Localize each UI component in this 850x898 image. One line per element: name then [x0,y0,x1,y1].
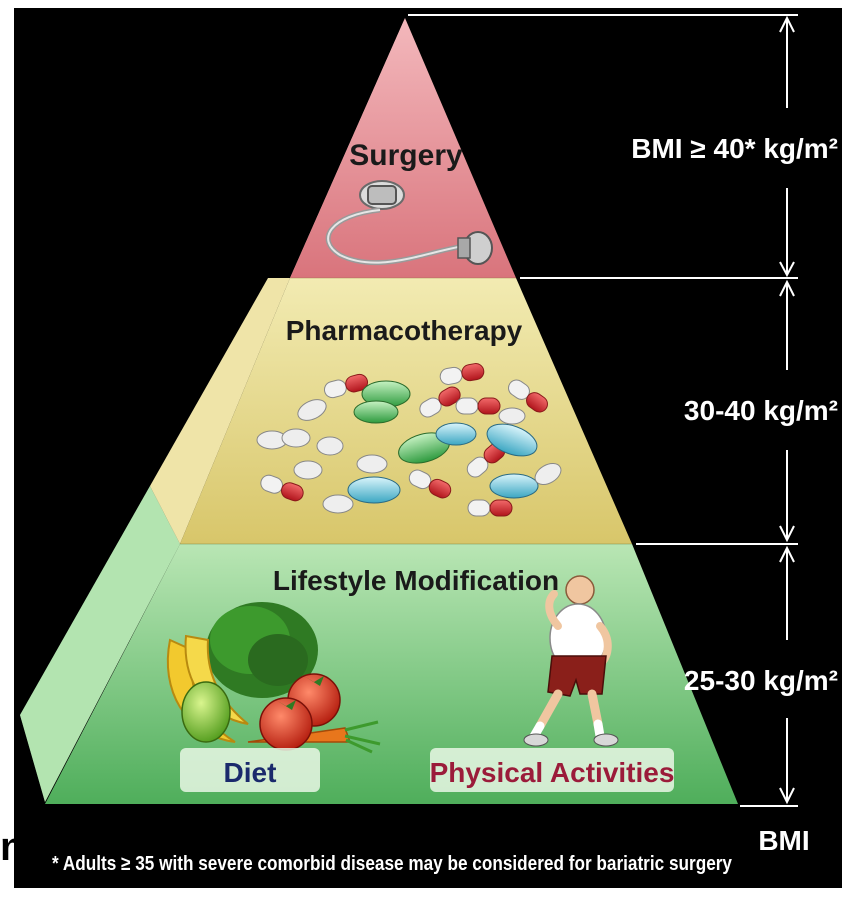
surgery-label: Surgery [349,139,463,172]
footnote: * Adults ≥ 35 with severe comorbid disea… [52,853,733,875]
diet-label: Diet [224,757,277,788]
bmi-range-lifestyle: 25-30 kg/m² [684,665,838,696]
pharmacotherapy-label: Pharmacotherapy [286,315,523,346]
left-edge-glyph: n [0,825,24,869]
bmi-axis-label: BMI [758,825,809,856]
bmi-range-pharmacotherapy: 30-40 kg/m² [684,395,838,426]
lifestyle-label: Lifestyle Modification [273,565,559,596]
bmi-range-surgery: BMI ≥ 40* kg/m² [631,133,838,164]
physical-activities-label: Physical Activities [430,757,675,788]
